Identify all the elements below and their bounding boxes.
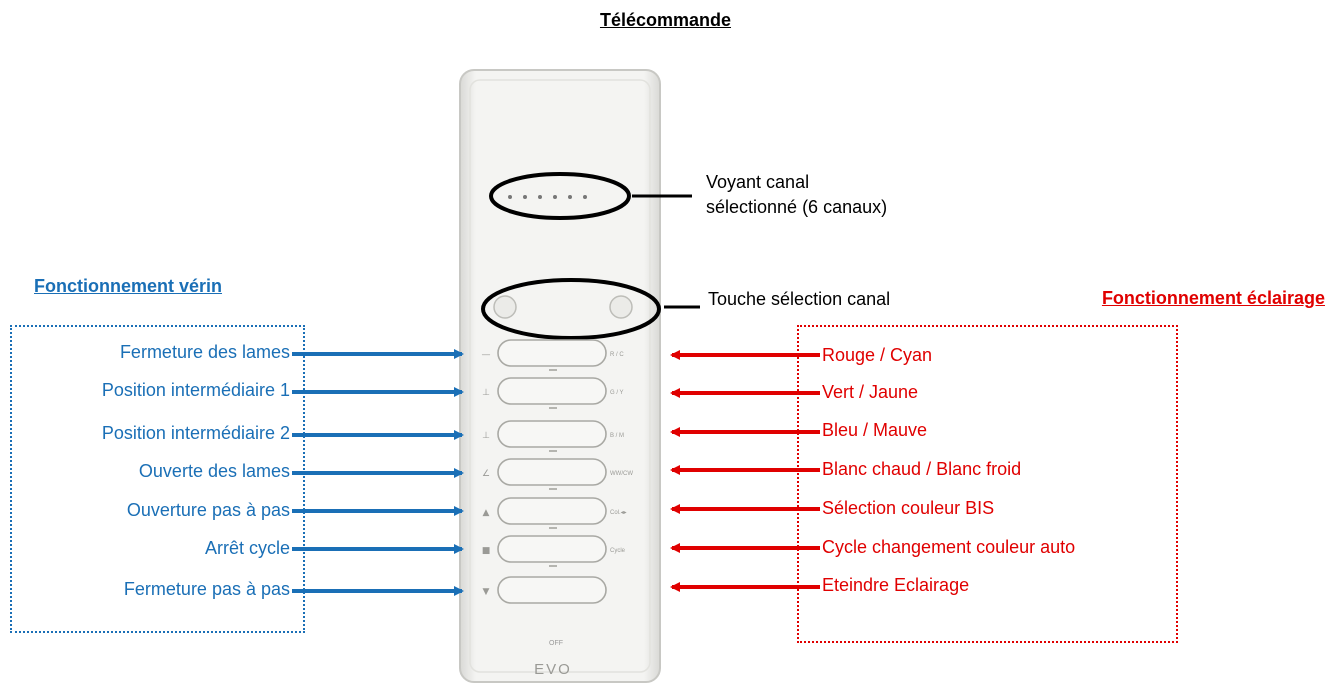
row-symbol-7: ▼ [483, 587, 490, 597]
button-mini-label-3: B / M [610, 433, 624, 439]
left-label-7: Fermeture pas à pas [123, 579, 290, 599]
indicator-callout-text-line2: sélectionné (6 canaux) [706, 197, 888, 217]
left-label-4: Ouverte des lames [138, 461, 290, 481]
row-divider-1 [549, 369, 557, 371]
right-label-2: Vert / Jaune [822, 382, 919, 402]
row-divider-3 [549, 450, 557, 452]
right-arrows [670, 350, 820, 592]
left-label-5: Ouverture pas à pas [126, 500, 290, 520]
right-label-3: Bleu / Mauve [822, 420, 928, 440]
row-divider-4 [549, 488, 557, 490]
remote-button-2 [497, 377, 607, 405]
row-divider-6 [549, 565, 557, 567]
remote-button-4 [497, 458, 607, 486]
left-label-2: Position intermédiaire 1 [101, 380, 290, 400]
right-label-4: Blanc chaud / Blanc froid [822, 459, 1022, 479]
row-symbol-2: ⊥ [482, 388, 490, 398]
right-label-7: Eteindre Eclairage [822, 575, 970, 595]
left-label-6: Arrêt cycle [204, 538, 290, 558]
button-mini-label-5: Col.◂▸ [610, 510, 627, 516]
left-arrows [292, 349, 464, 596]
button-mini-label-2: G / Y [610, 390, 624, 396]
remote-button-1 [497, 339, 607, 367]
left-label-3: Position intermédiaire 2 [101, 423, 290, 443]
channel-button-callout-text: Touche sélection canal [708, 289, 891, 309]
indicator-callout-text-line1: Voyant canal [706, 172, 810, 192]
channel-button-callout-ellipse [481, 278, 661, 340]
row-symbol-6: ■ [482, 546, 491, 556]
row-divider-2 [549, 407, 557, 409]
remote-button-rows: — R / C ⊥ G / Y ⊥ B / M ∠ WW/CW ▲ Col.◂▸ ■ Cycle ▼ [482, 339, 633, 604]
remote-button-3 [497, 420, 607, 448]
brand-logo: EVO [534, 661, 572, 678]
row-symbol-5: ▲ [483, 508, 490, 518]
row-symbol-4: ∠ [482, 469, 490, 479]
right-section-frame [797, 325, 1178, 643]
remote-face [469, 79, 651, 673]
remote-body [459, 69, 661, 683]
right-label-1: Rouge / Cyan [822, 345, 933, 365]
left-section-frame [10, 325, 305, 633]
remote-button-7 [497, 576, 607, 604]
row-divider-5 [549, 527, 557, 529]
remote-button-6 [497, 535, 607, 563]
left-label-1: Fermeture des lames [119, 342, 290, 362]
right-label-5: Sélection couleur BIS [822, 498, 995, 518]
channel-indicator-leds [508, 195, 587, 199]
row-symbol-3: ⊥ [482, 431, 490, 441]
channel-left-button [493, 295, 517, 319]
channel-right-button [609, 295, 633, 319]
page-title: Télécommande [599, 10, 732, 30]
button-mini-label-6: Cycle [610, 548, 626, 554]
button-mini-label-1: R / C [610, 352, 624, 358]
remote-button-5 [497, 497, 607, 525]
row-symbol-1: — [482, 350, 491, 360]
left-section-heading: Fonctionnement vérin [34, 276, 223, 296]
right-section-heading: Fonctionnement éclairage [1101, 288, 1325, 308]
indicator-callout-ellipse [489, 172, 631, 220]
right-label-6: Cycle changement couleur auto [822, 537, 1076, 557]
off-label: OFF [549, 640, 563, 647]
button-mini-label-4: WW/CW [610, 471, 633, 477]
